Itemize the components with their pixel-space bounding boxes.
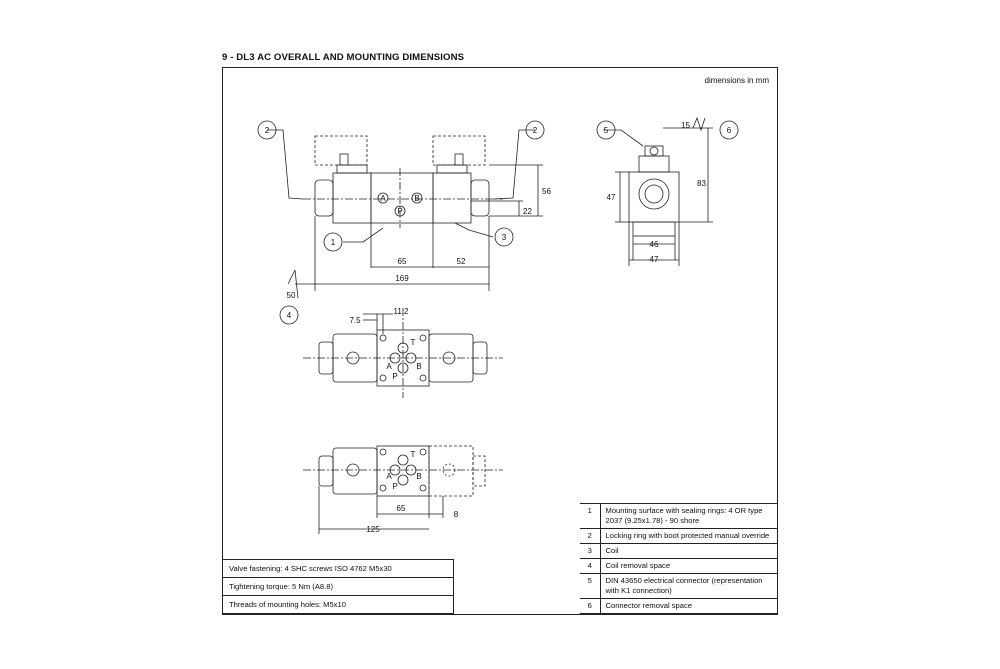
port-a-label: A [380, 194, 386, 203]
callout-1: 1 [331, 238, 336, 247]
legend-text: Coil removal space [599, 558, 777, 574]
fastening-row: Threads of mounting holes: M5x10 [223, 595, 454, 614]
dim-65-bottom: 65 [397, 504, 406, 513]
port-b-label: B [414, 194, 419, 203]
dim-52: 52 [457, 257, 466, 266]
section-title: 9 - DL3 AC OVERALL AND MOUNTING DIMENSIO… [222, 52, 465, 63]
bottom-port-p-label: P [392, 482, 397, 491]
fastening-table: Valve fastening: 4 SHC screws ISO 4762 M… [223, 559, 454, 614]
callout-2-right: 2 [533, 126, 538, 135]
legend-num: 6 [580, 598, 601, 614]
technical-drawing: 2 2 1 3 4 5 6 A B P A B P T A B P T 65 5… [257, 116, 739, 534]
end-view [603, 116, 713, 266]
legend-text: Locking ring with boot protected manual … [599, 528, 777, 544]
callout-5: 5 [604, 126, 609, 135]
legend-text: DIN 43650 electrical connector (represen… [599, 573, 777, 599]
dim-169: 169 [395, 274, 409, 283]
top-view [303, 308, 503, 398]
dim-50: 50 [287, 291, 296, 300]
dim-125: 125 [366, 525, 380, 534]
callout-2-left: 2 [265, 126, 270, 135]
drawing-frame: dimensions in mm [222, 67, 778, 615]
legend-num: 4 [580, 558, 601, 574]
legend-text: Coil [599, 543, 777, 559]
legend-text: Mounting surface with sealing rings: 4 O… [599, 503, 777, 529]
top-port-a-label: A [386, 362, 392, 371]
port-p-label: P [397, 207, 402, 216]
dim-65-side: 65 [398, 257, 407, 266]
legend-text: Connector removal space [599, 598, 777, 614]
bottom-port-a-label: A [386, 472, 392, 481]
dim-22: 22 [523, 207, 532, 216]
units-note: dimensions in mm [704, 76, 769, 85]
dim-47-horizontal: 47 [650, 255, 659, 264]
dim-47-vertical: 47 [607, 193, 616, 202]
top-port-p-label: P [392, 372, 397, 381]
legend-num: 2 [580, 528, 601, 544]
bottom-port-t-label: T [411, 450, 416, 459]
bottom-port-b-label: B [416, 472, 421, 481]
legend-num: 5 [580, 573, 601, 599]
dim-46: 46 [650, 240, 659, 249]
side-view [267, 129, 543, 299]
callout-6: 6 [727, 126, 732, 135]
callout-3: 3 [502, 233, 507, 242]
fastening-row: Valve fastening: 4 SHC screws ISO 4762 M… [223, 559, 454, 578]
dim-56: 56 [542, 187, 551, 196]
legend-num: 3 [580, 543, 601, 559]
dim-15: 15 [681, 121, 690, 130]
legend-num: 1 [580, 503, 601, 529]
dim-83: 83 [697, 179, 706, 188]
fastening-row: Tightening torque: 5 Nm (A8.8) [223, 577, 454, 596]
dim-7-5: 7.5 [349, 316, 361, 325]
bottom-view [303, 445, 503, 534]
top-port-b-label: B [416, 362, 421, 371]
top-port-t-label: T [411, 338, 416, 347]
callout-4: 4 [287, 311, 292, 320]
dim-8: 8 [454, 510, 459, 519]
dim-11-2: 11.2 [394, 307, 410, 316]
